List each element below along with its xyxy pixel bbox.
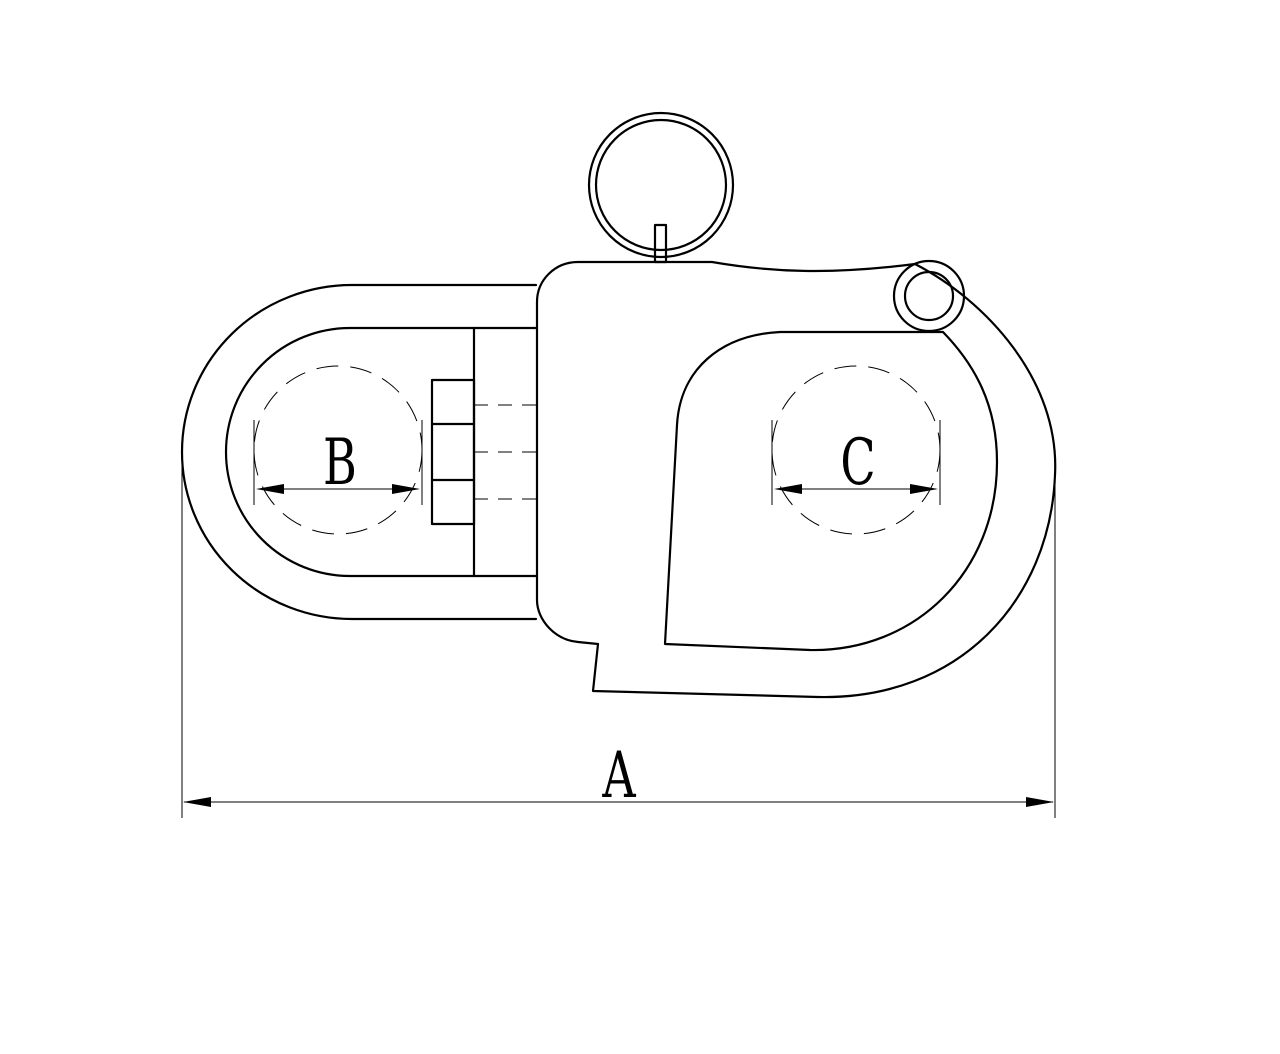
swivel-eye bbox=[180, 283, 538, 621]
dimension-a-arrow-left bbox=[183, 797, 211, 807]
dimension-b-arrow-left bbox=[256, 484, 284, 494]
dimension-c-arrow-left bbox=[774, 484, 802, 494]
hinge-pin-inner bbox=[903, 270, 955, 322]
dimension-a: A bbox=[181, 455, 1056, 818]
hinge-pin-outer bbox=[892, 259, 966, 333]
dimension-b-label: B bbox=[323, 425, 357, 500]
dimension-b-arrow-right bbox=[392, 484, 420, 494]
hex-nut bbox=[430, 378, 476, 526]
body-outline bbox=[535, 260, 1057, 699]
swivel-eye-outer bbox=[180, 283, 538, 621]
dimension-c-label: C bbox=[840, 425, 875, 500]
dimension-a-arrow-right bbox=[1026, 797, 1054, 807]
pull-ring-outer bbox=[587, 111, 735, 259]
plunger-pin bbox=[653, 223, 668, 264]
jaw-opening bbox=[663, 330, 999, 652]
shackle-body bbox=[535, 111, 1057, 699]
dimension-b: B bbox=[256, 425, 420, 500]
pull-ring-inner bbox=[594, 118, 728, 252]
dimension-c-arrow-right bbox=[910, 484, 938, 494]
dimension-c: C bbox=[774, 425, 938, 500]
dimension-a-label: A bbox=[602, 738, 637, 813]
swivel-eye-inner bbox=[224, 326, 538, 578]
